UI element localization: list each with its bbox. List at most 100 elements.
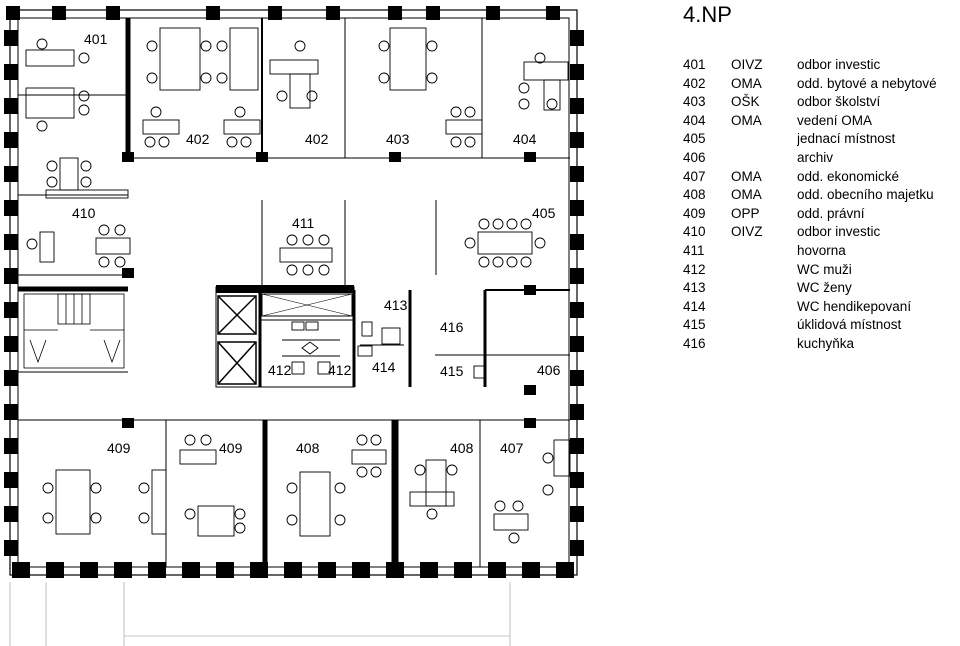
legend-department	[731, 279, 797, 298]
chair	[78, 104, 90, 116]
chair	[370, 434, 382, 446]
wall-pier	[318, 562, 336, 578]
chair	[294, 40, 306, 52]
legend-department: OMA	[731, 75, 762, 91]
legend-department: OMA	[731, 168, 762, 184]
room-label-402: 402	[186, 131, 210, 147]
desk	[179, 449, 217, 465]
chair	[286, 482, 298, 494]
chair	[478, 256, 490, 268]
legend-number: 411	[683, 242, 705, 258]
chair	[318, 234, 330, 246]
room-label-402: 402	[305, 131, 329, 147]
room-label-408: 408	[296, 440, 320, 456]
chair	[520, 256, 532, 268]
legend-department: OŠK	[731, 94, 760, 110]
chair	[318, 264, 330, 276]
desk	[59, 157, 79, 191]
desk	[389, 27, 427, 91]
chair	[240, 136, 252, 148]
wall-pier	[570, 302, 584, 318]
desk	[553, 439, 571, 477]
legend-number: 401	[683, 57, 706, 72]
chair	[144, 136, 156, 148]
chair	[302, 234, 314, 246]
chair	[36, 120, 48, 132]
legend-description: odd. bytové a nebytové	[797, 75, 937, 91]
wall-pier	[52, 6, 66, 20]
room-label-412: 412	[328, 362, 352, 378]
legend-description: WC hendikepovaní	[797, 298, 912, 314]
wall-pier	[570, 268, 584, 284]
wall-pier	[486, 6, 500, 20]
desk	[299, 471, 331, 537]
staircase	[23, 293, 125, 369]
chair	[184, 434, 196, 446]
chair	[506, 256, 518, 268]
chair	[378, 40, 390, 52]
room-label-415: 415	[440, 363, 464, 379]
floor-plan: 401 402 402 403 404 405 406 407 408 408 …	[4, 6, 584, 646]
chair	[78, 90, 90, 102]
wall-pier	[216, 562, 234, 578]
chair	[464, 136, 476, 148]
chair	[184, 508, 196, 520]
room-label-412: 412	[268, 362, 292, 378]
desk	[279, 247, 333, 263]
chair	[46, 160, 58, 172]
chair	[276, 90, 288, 102]
room-label-408: 408	[450, 440, 474, 456]
wall-pier	[4, 540, 18, 556]
chair	[464, 106, 476, 118]
desk	[223, 119, 261, 135]
legend-department: OMA	[731, 187, 762, 203]
wall-pier	[326, 6, 340, 20]
wall-pier	[4, 64, 18, 80]
desk	[493, 513, 529, 531]
desk	[95, 237, 131, 255]
wall-pier	[4, 404, 18, 420]
chair	[512, 500, 524, 512]
furniture	[25, 27, 571, 544]
chair	[200, 40, 212, 52]
room-label-403: 403	[386, 131, 410, 147]
chair	[46, 176, 58, 188]
legend-department	[731, 242, 797, 261]
chair	[546, 98, 558, 110]
sanitary-fixtures	[282, 321, 485, 379]
legend-number: 404	[683, 112, 706, 128]
legend-number: 414	[683, 298, 706, 314]
legend-department	[731, 149, 797, 168]
chair	[446, 464, 458, 476]
legend-description: odbor investic	[797, 57, 881, 72]
wall-pier	[570, 200, 584, 216]
legend-description: WC muži	[797, 261, 852, 277]
wall-pier	[454, 562, 472, 578]
chair	[356, 466, 368, 478]
room-label-406: 406	[537, 362, 561, 378]
legend-number: 415	[683, 317, 706, 333]
wall-pier	[206, 6, 220, 20]
chair	[450, 106, 462, 118]
chair	[520, 218, 532, 230]
lift-shafts	[217, 293, 353, 385]
desk	[159, 27, 201, 91]
desk	[523, 61, 569, 81]
floor-title: 4.NP	[683, 2, 732, 27]
chair	[450, 136, 462, 148]
legend-department	[731, 316, 797, 335]
chair	[80, 160, 92, 172]
desk	[229, 27, 259, 91]
desk	[25, 49, 75, 67]
room-label-404: 404	[513, 131, 537, 147]
chair	[286, 234, 298, 246]
room-labels: 401 402 402 403 404 405 406 407 408 408 …	[72, 31, 561, 456]
